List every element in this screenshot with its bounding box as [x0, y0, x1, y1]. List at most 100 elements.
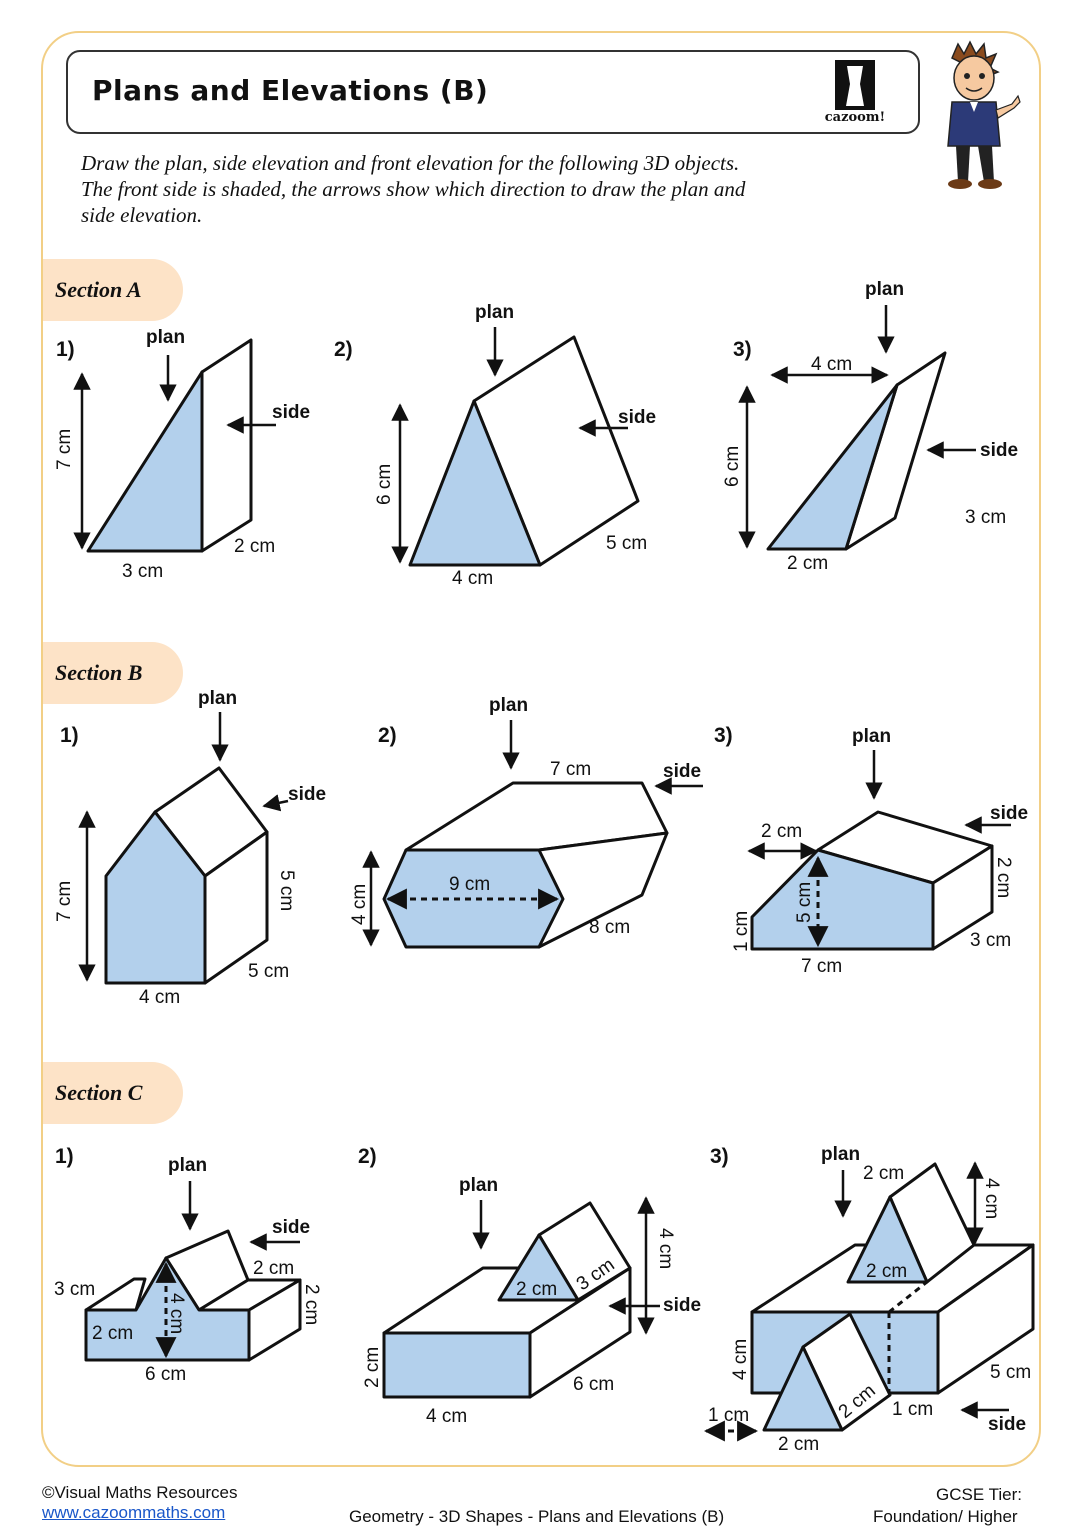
figure-c1: plan side 3 cm 2 cm 4 cm 6 cm 2 cm 2 cm — [54, 1155, 322, 1385]
dimension-label: 2 cm — [301, 1284, 322, 1325]
dimension-label: 6 cm — [145, 1364, 186, 1385]
dimension-label: 2 cm — [92, 1323, 133, 1344]
dimension-label: 2 cm — [866, 1261, 907, 1282]
dimension-label: 4 cm — [139, 987, 180, 1008]
dimension-label: 2 cm — [761, 821, 802, 842]
dimension-label: 4 cm — [811, 354, 852, 375]
dimension-label: 1 cm — [731, 911, 752, 952]
dimension-label: 2 cm — [516, 1279, 557, 1300]
dimension-label: 5 cm — [248, 961, 289, 982]
page-title: Plans and Elevations (B) — [92, 74, 489, 107]
question-number: 2) — [378, 724, 397, 747]
dimension-label: 4 cm — [426, 1406, 467, 1427]
figure-c2: plan side 2 cm 3 cm 4 cm 2 cm 4 cm 6 cm — [362, 1175, 701, 1427]
dimension-label: 6 cm — [722, 446, 743, 487]
question-number: 1) — [56, 338, 75, 361]
page-frame — [41, 31, 1041, 1467]
dimension-label: 4 cm — [452, 568, 493, 589]
dimension-label: 2 cm — [362, 1347, 383, 1388]
dimension-label: 3 cm — [965, 507, 1006, 528]
question-number: 2) — [358, 1145, 377, 1168]
question-number: 3) — [733, 338, 752, 361]
dimension-label: 2 cm — [863, 1163, 904, 1184]
logo-text: cazoom! — [824, 110, 886, 125]
plan-label: plan — [475, 302, 514, 323]
section-b-label: Section B — [55, 660, 143, 685]
plan-label: plan — [489, 695, 528, 716]
dimension-label: 4 cm — [981, 1178, 1002, 1219]
footer-tier-value: Foundation/ Higher — [873, 1507, 1018, 1526]
dimension-label: 5 cm — [276, 870, 297, 911]
dimension-label: 4 cm — [166, 1293, 187, 1334]
section-c-label: Section C — [55, 1080, 143, 1105]
dimension-label: 2 cm — [234, 536, 275, 557]
plan-label: plan — [146, 327, 185, 348]
dimension-label: 6 cm — [573, 1374, 614, 1395]
mascot-boy-icon — [947, 40, 1021, 189]
question-number: 1) — [55, 1145, 74, 1168]
section-b-tab — [43, 642, 183, 704]
footer-tier-label: GCSE Tier: — [936, 1485, 1022, 1504]
dimension-label: 7 cm — [54, 881, 75, 922]
dimension-label: 3 cm — [122, 561, 163, 582]
question-number: 2) — [334, 338, 353, 361]
plan-label: plan — [168, 1155, 207, 1176]
instruction-line: The front side is shaded, the arrows sho… — [81, 177, 746, 201]
dimension-label: 4 cm — [655, 1228, 676, 1269]
footer-topic: Geometry - 3D Shapes - Plans and Elevati… — [349, 1507, 725, 1526]
dimension-label: 7 cm — [550, 759, 591, 780]
dimension-label: 3 cm — [54, 1279, 95, 1300]
plan-label: plan — [459, 1175, 498, 1196]
footer-link[interactable]: www.cazoommaths.com — [42, 1503, 226, 1522]
figure-b1: plan side 7 cm 4 cm 5 cm 5 cm — [54, 688, 326, 1008]
figure-a2: plan side 6 cm 4 cm 5 cm — [374, 302, 656, 589]
plan-label: plan — [852, 726, 891, 747]
dimension-label: 2 cm — [253, 1258, 294, 1279]
dimension-label: 2 cm — [787, 553, 828, 574]
side-label: side — [288, 784, 326, 805]
dimension-label: 4 cm — [730, 1339, 751, 1380]
question-number: 1) — [60, 724, 79, 747]
cazoom-logo-icon — [835, 60, 875, 110]
section-a-label: Section A — [55, 277, 142, 302]
figure-b3: plan side 2 cm 5 cm 1 cm 7 cm 3 cm 2 cm — [731, 726, 1028, 977]
plan-label: plan — [821, 1144, 860, 1165]
section-c-tab — [43, 1062, 183, 1124]
figure-c3: plan side 2 cm 4 cm 2 cm 4 cm 5 cm 1 cm … — [703, 1144, 1035, 1455]
section-a-tab — [43, 259, 183, 321]
side-label: side — [663, 1295, 701, 1316]
question-number: 3) — [710, 1145, 729, 1168]
dimension-label: 7 cm — [801, 956, 842, 977]
dimension-label: 5 cm — [794, 882, 815, 923]
footer-copyright: ©Visual Maths Resources — [42, 1483, 238, 1502]
dimension-label: 3 cm — [970, 930, 1011, 951]
dimension-label: 4 cm — [349, 884, 370, 925]
dimension-label: 2 cm — [993, 857, 1014, 898]
title-box — [66, 50, 920, 134]
instruction-line: side elevation. — [81, 203, 203, 227]
side-label: side — [618, 407, 656, 428]
dimension-label: 1 cm — [892, 1399, 933, 1420]
dimension-label: 5 cm — [990, 1362, 1031, 1383]
side-label: side — [663, 761, 701, 782]
side-label: side — [272, 402, 310, 423]
plan-label: plan — [198, 688, 237, 709]
figure-b2: plan side 7 cm 9 cm 4 cm 8 cm — [349, 695, 703, 949]
side-label: side — [980, 440, 1018, 461]
side-label: side — [988, 1414, 1026, 1435]
instructions: Draw the plan, side elevation and front … — [81, 150, 881, 228]
dimension-label: 1 cm — [708, 1405, 749, 1426]
side-label: side — [990, 803, 1028, 824]
figure-a3: plan side 4 cm 6 cm 2 cm 3 cm — [722, 279, 1018, 574]
side-label: side — [272, 1217, 310, 1238]
dimension-label: 2 cm — [778, 1434, 819, 1455]
question-number: 3) — [714, 724, 733, 747]
dimension-label: 5 cm — [606, 533, 647, 554]
plan-label: plan — [865, 279, 904, 300]
dimension-label: 8 cm — [589, 917, 630, 938]
dimension-label: 6 cm — [374, 464, 395, 505]
dimension-label: 9 cm — [449, 874, 490, 895]
figure-a1: plan side 7 cm 3 cm 2 cm — [54, 327, 310, 582]
instruction-line: Draw the plan, side elevation and front … — [81, 151, 740, 175]
